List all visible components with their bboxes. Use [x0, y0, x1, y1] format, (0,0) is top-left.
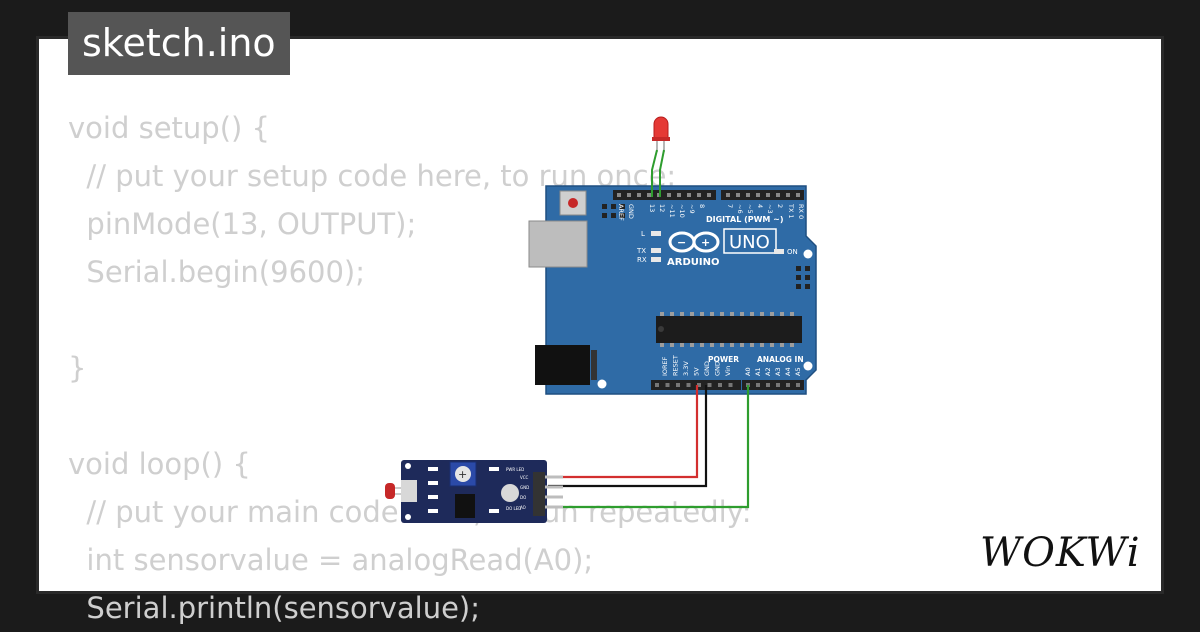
- code-line[interactable]: }: [68, 351, 87, 385]
- tab-sketch-ino[interactable]: sketch.ino: [68, 12, 290, 75]
- code-line[interactable]: // put your main code here, to run repea…: [68, 495, 752, 529]
- code-line[interactable]: void loop() {: [68, 447, 251, 481]
- code-line[interactable]: // put your setup code here, to run once…: [68, 159, 677, 193]
- code-line[interactable]: int sensorvalue = analogRead(A0);: [68, 543, 594, 577]
- wokwi-logo-text: WOKWi: [980, 530, 1141, 576]
- wokwi-logo: WOKWi: [980, 530, 1141, 576]
- code-line[interactable]: [68, 296, 752, 344]
- code-line[interactable]: [68, 392, 752, 440]
- code-line[interactable]: Serial.println(sensorvalue);: [68, 591, 481, 625]
- code-line[interactable]: Serial.begin(9600);: [68, 255, 366, 289]
- code-editor[interactable]: void setup() { // put your setup code he…: [68, 104, 752, 632]
- code-line[interactable]: pinMode(13, OUTPUT);: [68, 207, 417, 241]
- code-line[interactable]: void setup() {: [68, 111, 270, 145]
